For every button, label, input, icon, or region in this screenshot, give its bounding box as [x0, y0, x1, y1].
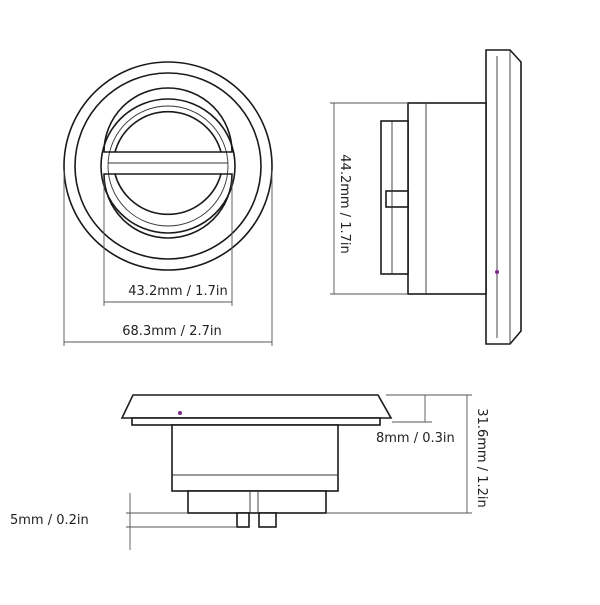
profile-indicator-led — [178, 411, 182, 415]
outer-diameter-label: 68.3mm / 2.7in — [122, 324, 221, 339]
front-lower-button — [103, 173, 233, 239]
side-height-label: 44.2mm / 1.7in — [337, 154, 352, 253]
profile-view: 8mm / 0.3in 31.6mm / 1.2in 5mm / 0.2in — [10, 394, 489, 550]
side-body — [407, 102, 487, 295]
base-offset-label: 5mm / 0.2in — [10, 513, 89, 528]
front-outer-ring — [63, 61, 273, 271]
total-depth-label: 31.6mm / 1.2in — [474, 408, 489, 507]
profile-terminal-left — [236, 512, 250, 528]
profile-terminal-right — [258, 512, 277, 528]
front-view: 43.2mm / 1.7in 68.3mm / 2.7in — [63, 61, 273, 346]
inner-width-label: 43.2mm / 1.7in — [128, 284, 227, 299]
front-upper-button — [103, 87, 233, 153]
front-face-outer — [100, 98, 236, 234]
side-connector-tab — [385, 190, 409, 208]
front-inner-ring — [74, 72, 262, 260]
profile-connector — [187, 490, 327, 514]
profile-body — [171, 424, 339, 492]
side-flange — [485, 49, 522, 345]
side-view: 44.2mm / 1.7in — [330, 49, 522, 345]
profile-flange — [120, 394, 393, 419]
flange-thickness-label: 8mm / 0.3in — [376, 431, 455, 446]
side-indicator-led — [495, 270, 499, 274]
front-face-inner — [107, 105, 229, 227]
profile-flange-base — [131, 417, 381, 426]
